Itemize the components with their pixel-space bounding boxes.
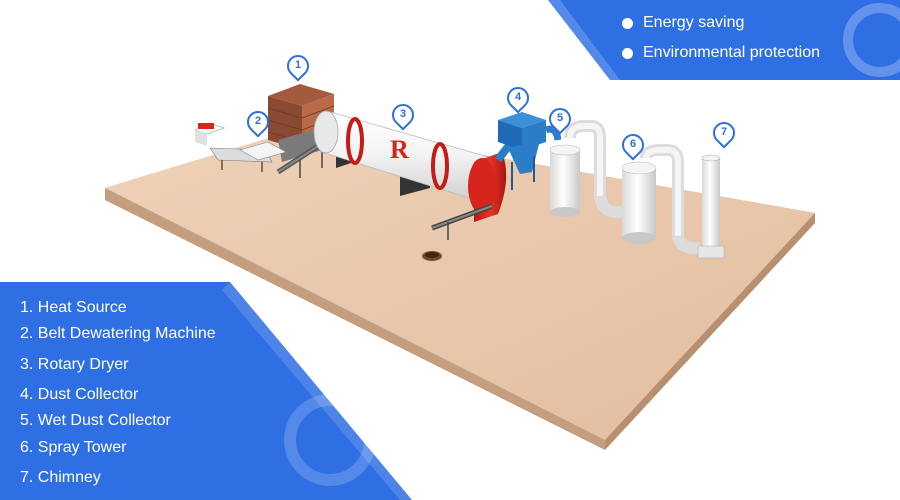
legend-panel-bg [0,282,412,500]
marker-number: 1 [294,59,302,71]
marker-7: 7 [708,117,740,152]
features-panel-bg [548,0,900,80]
marker-6: 6 [617,129,649,164]
marker-2: 2 [242,106,274,141]
marker-number: 3 [399,108,407,120]
marker-number: 7 [720,126,728,138]
belt-dewatering-machine [194,123,287,172]
legend-item-spray-tower: 6. Spray Tower [20,439,127,456]
legend-item-chimney: 7. Chimney [20,469,101,486]
legend-item-heat-source: 1. Heat Source [20,299,127,316]
marker-1: 1 [282,50,314,85]
rotary-dryer: R [313,110,507,261]
marker-5: 5 [544,103,576,138]
dust-collector [494,112,562,190]
wet-dust-collector [549,120,623,219]
marker-number: 5 [556,112,564,124]
marker-number: 4 [514,91,522,103]
marker-4: 4 [502,82,534,117]
legend-item-dust-collector: 4. Dust Collector [20,386,139,403]
legend-item-belt-dewatering-machine: 2. Belt Dewatering Machine [20,325,216,342]
marker-number: 2 [254,115,262,127]
legend-item-wet-dust-collector: 5. Wet Dust Collector [20,412,171,429]
brand-logo: R [390,135,409,164]
chimney [697,154,725,259]
marker-number: 6 [629,138,637,150]
marker-3: 3 [387,99,419,134]
legend-item-rotary-dryer: 3. Rotary Dryer [20,356,129,373]
spray-tower [621,144,701,255]
